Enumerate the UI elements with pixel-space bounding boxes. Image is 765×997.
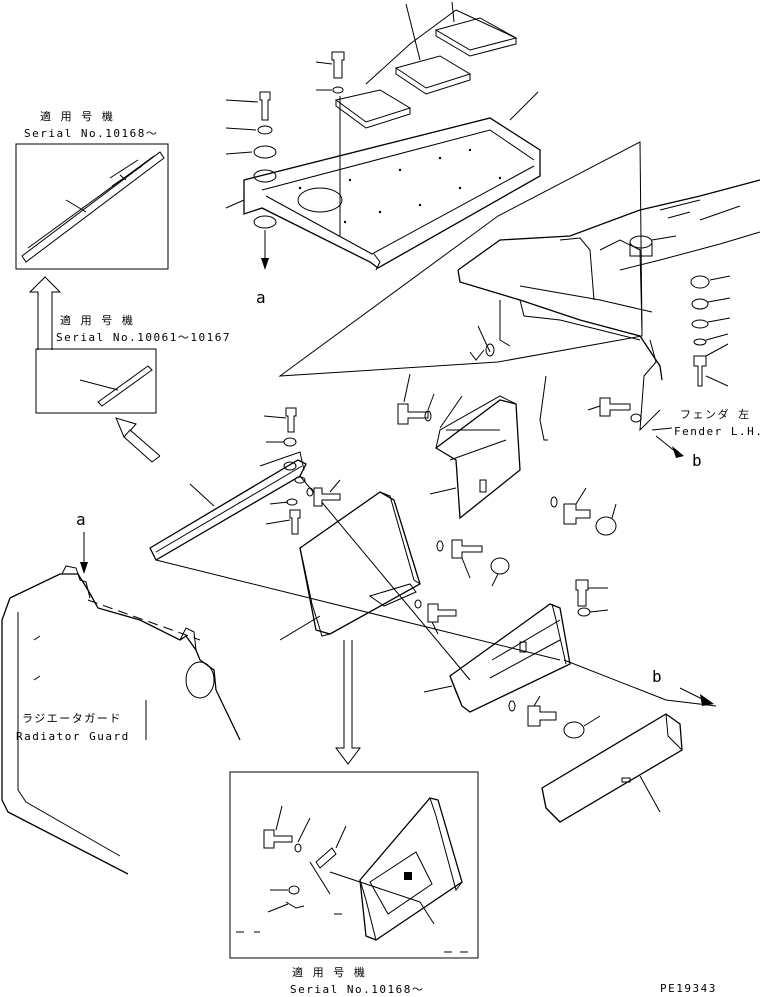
arrow-up <box>28 276 62 350</box>
side-panel: b <box>423 579 717 823</box>
rail-and-cover <box>149 407 561 681</box>
inset-frame-bottom <box>229 771 479 959</box>
floor-plate: a <box>225 1 541 307</box>
ref-a-top: a <box>256 288 266 307</box>
ref-b-right: b <box>692 451 702 470</box>
serial-note-bottom-en: Serial No.10168～ <box>290 983 424 996</box>
drawing-number: PE19343 <box>660 982 717 995</box>
serial-note-mid-en: Serial No.10061～10167 <box>56 331 231 344</box>
serial-note-top-en: Serial No.10168～ <box>24 127 158 140</box>
fender-jp: フェンダ 左 <box>680 407 751 421</box>
inset-bottom: 適 用 号 機 Serial No.10168～ <box>229 771 479 996</box>
inset-rail-top <box>21 151 165 263</box>
arrow-down <box>335 640 361 765</box>
center-bracket <box>397 325 642 536</box>
inset-frame-mid <box>35 348 157 414</box>
radiator-jp: ラジエータガード <box>22 712 122 725</box>
serial-note-top-jp: 適 用 号 機 <box>40 109 114 123</box>
ref-a-left: a <box>76 510 86 529</box>
ref-b-lower: b <box>652 667 662 686</box>
radiator-guard: ラジエータガード Radiator Guard a <box>1 510 241 875</box>
fender-en: Fender L.H. <box>674 425 763 438</box>
inset-mid-left: 適 用 号 機 Serial No.10061～10167 <box>35 313 231 414</box>
arrow-diag <box>115 417 161 457</box>
serial-note-mid-jp: 適 用 号 機 <box>60 313 134 327</box>
inset-frame-top <box>15 143 169 270</box>
serial-note-bottom-jp: 適 用 号 機 <box>292 965 366 979</box>
radiator-en: Radiator Guard <box>16 730 130 743</box>
inset-top-left: 適 用 号 機 Serial No.10168～ <box>15 109 169 270</box>
main-frame: フェンダ 左 Fender L.H. b <box>457 179 763 470</box>
